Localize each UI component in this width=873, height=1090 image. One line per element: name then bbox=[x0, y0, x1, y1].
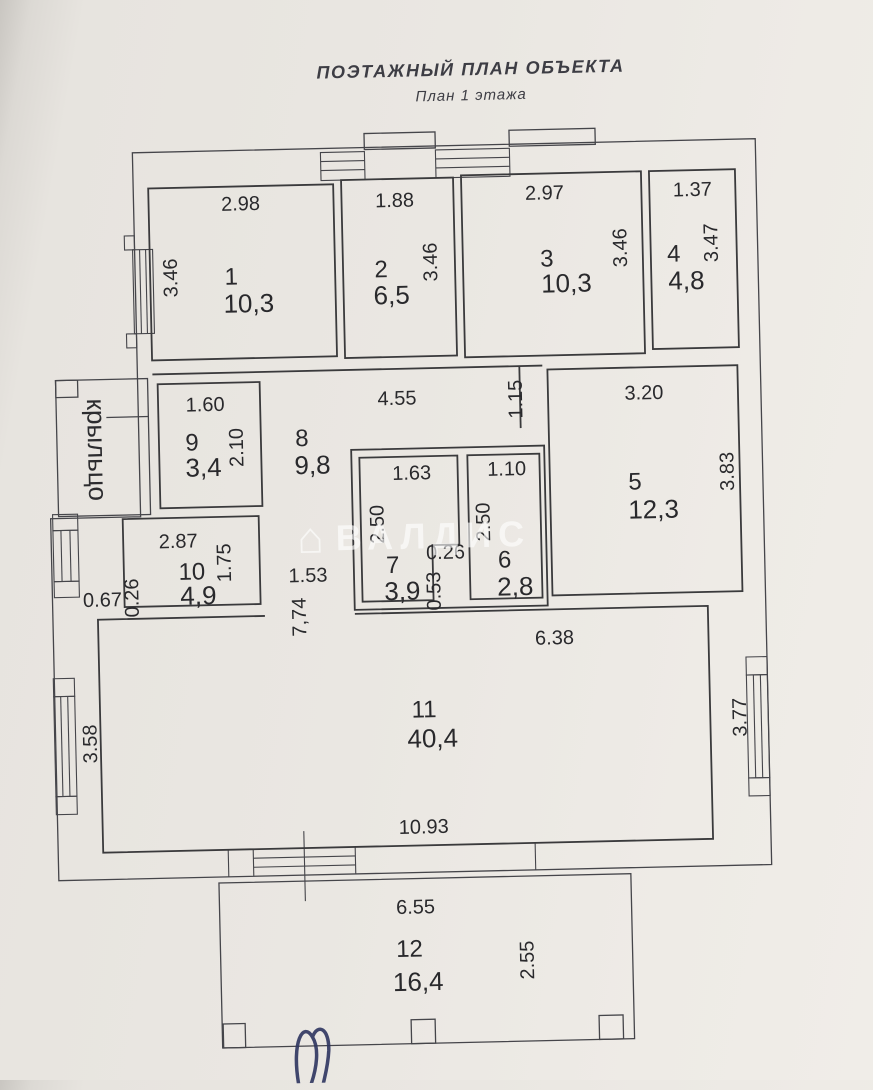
room-11-number: 11 bbox=[411, 696, 437, 724]
window-left-mid-icon bbox=[53, 514, 80, 598]
room-7-number: 7 bbox=[386, 552, 400, 579]
room-10-outline bbox=[123, 516, 261, 607]
window-top-right-icon bbox=[435, 148, 510, 178]
room-3-outline bbox=[461, 171, 645, 357]
top-wall-sills bbox=[364, 128, 595, 149]
window-top-left-icon bbox=[320, 152, 365, 181]
dim-room1-height: 3.46 bbox=[160, 258, 183, 297]
dim-room9-height: 2.10 bbox=[226, 428, 249, 467]
pen-scribble-mark bbox=[296, 1029, 330, 1083]
dim-hall-top: 4.55 bbox=[377, 387, 416, 410]
dim-left-jog-height: 0.26 bbox=[121, 578, 144, 617]
dim-room6-height: 2.50 bbox=[472, 502, 495, 541]
dim-room7-notch-width: 0.26 bbox=[426, 541, 465, 564]
room-1-outline bbox=[148, 184, 337, 360]
room-3-number: 3 bbox=[540, 245, 554, 272]
dim-room2-width: 1.88 bbox=[375, 189, 414, 212]
terrace-pillar-left bbox=[223, 1023, 246, 1047]
room-2-number: 2 bbox=[374, 256, 388, 283]
room-4-number: 4 bbox=[667, 240, 681, 267]
dim-left-jog-width: 0.67 bbox=[83, 589, 122, 612]
room-8-area: 9,8 bbox=[294, 449, 331, 480]
dim-passage-width: 1.53 bbox=[288, 564, 327, 587]
dim-room4-width: 1.37 bbox=[673, 179, 712, 202]
room-9-area: 3,4 bbox=[185, 452, 222, 483]
hall-top-wall bbox=[152, 366, 542, 375]
bath-block-outline bbox=[351, 446, 548, 610]
dim-room9-width: 1.60 bbox=[185, 394, 224, 417]
room-4-area: 4,8 bbox=[668, 265, 705, 296]
room-12-area: 16,4 bbox=[393, 966, 444, 997]
dim-passage-height: 7,74 bbox=[289, 597, 312, 636]
building-outline bbox=[42, 139, 771, 881]
room-10-area: 4,9 bbox=[180, 580, 217, 611]
room-1-area: 10,3 bbox=[223, 288, 274, 319]
dim-room7-notch-height: 0.53 bbox=[423, 571, 446, 610]
dim-room11-right: 3.77 bbox=[729, 697, 752, 736]
room-3-area: 10,3 bbox=[541, 267, 592, 298]
room-5-outline bbox=[547, 365, 742, 595]
room-11-outline bbox=[98, 606, 713, 853]
dim-hall-right: 1.15 bbox=[505, 379, 528, 418]
dim-room3-width: 2.97 bbox=[525, 182, 564, 205]
room-6-area: 2,8 bbox=[497, 571, 534, 602]
dim-room12-width: 6.55 bbox=[396, 896, 435, 919]
room-7-area: 3,9 bbox=[384, 575, 421, 606]
dim-room11-bottom: 10.93 bbox=[398, 816, 449, 839]
window-bottom-icon bbox=[228, 826, 537, 903]
room-2-area: 6,5 bbox=[373, 280, 410, 311]
room-5-area: 12,3 bbox=[628, 494, 679, 525]
room-5-number: 5 bbox=[628, 468, 642, 495]
window-left-room11-icon bbox=[53, 678, 77, 814]
dim-room3-height: 3.46 bbox=[609, 228, 632, 267]
dim-room7-width: 1.63 bbox=[392, 462, 431, 485]
terrace-outline bbox=[219, 874, 635, 1048]
dim-room6-width: 1.10 bbox=[487, 458, 526, 481]
room-11-area: 40,4 bbox=[407, 723, 458, 754]
dim-room12-height: 2.55 bbox=[516, 940, 539, 979]
room-9-outline bbox=[158, 382, 263, 508]
room-2-outline bbox=[341, 178, 457, 358]
terrace-pillar-right bbox=[599, 1015, 624, 1040]
room-6-outline bbox=[467, 454, 542, 600]
dim-room11-top: 6.38 bbox=[535, 627, 574, 650]
dim-room7-height: 2.50 bbox=[366, 505, 389, 544]
room-8-number: 8 bbox=[295, 425, 309, 452]
room-4-outline bbox=[649, 169, 739, 349]
room-12-number: 12 bbox=[396, 935, 423, 963]
dim-room5-width: 3.20 bbox=[624, 382, 663, 405]
porch-outline bbox=[56, 379, 151, 517]
window-left-room1-icon bbox=[124, 235, 155, 348]
hall-right-wall-stub bbox=[519, 366, 520, 428]
dim-room10-width: 2.87 bbox=[158, 530, 197, 553]
porch-label: крыльцо bbox=[81, 398, 113, 501]
window-right-room11-icon bbox=[746, 657, 770, 796]
dim-room10-height: 1.75 bbox=[213, 543, 236, 582]
terrace-pillar-middle bbox=[411, 1019, 436, 1044]
room-7-outline bbox=[359, 456, 460, 602]
dim-room11-left: 3.58 bbox=[79, 724, 102, 763]
dim-room4-height: 3.47 bbox=[700, 223, 723, 262]
dim-room5-height: 3.83 bbox=[716, 452, 739, 491]
room-1-number: 1 bbox=[224, 263, 238, 290]
room-9-number: 9 bbox=[185, 429, 199, 456]
room-6-number: 6 bbox=[498, 546, 512, 573]
dim-room1-width: 2.98 bbox=[221, 193, 260, 216]
dim-room2-height: 3.46 bbox=[419, 242, 442, 281]
room-10-number: 10 bbox=[178, 558, 205, 586]
